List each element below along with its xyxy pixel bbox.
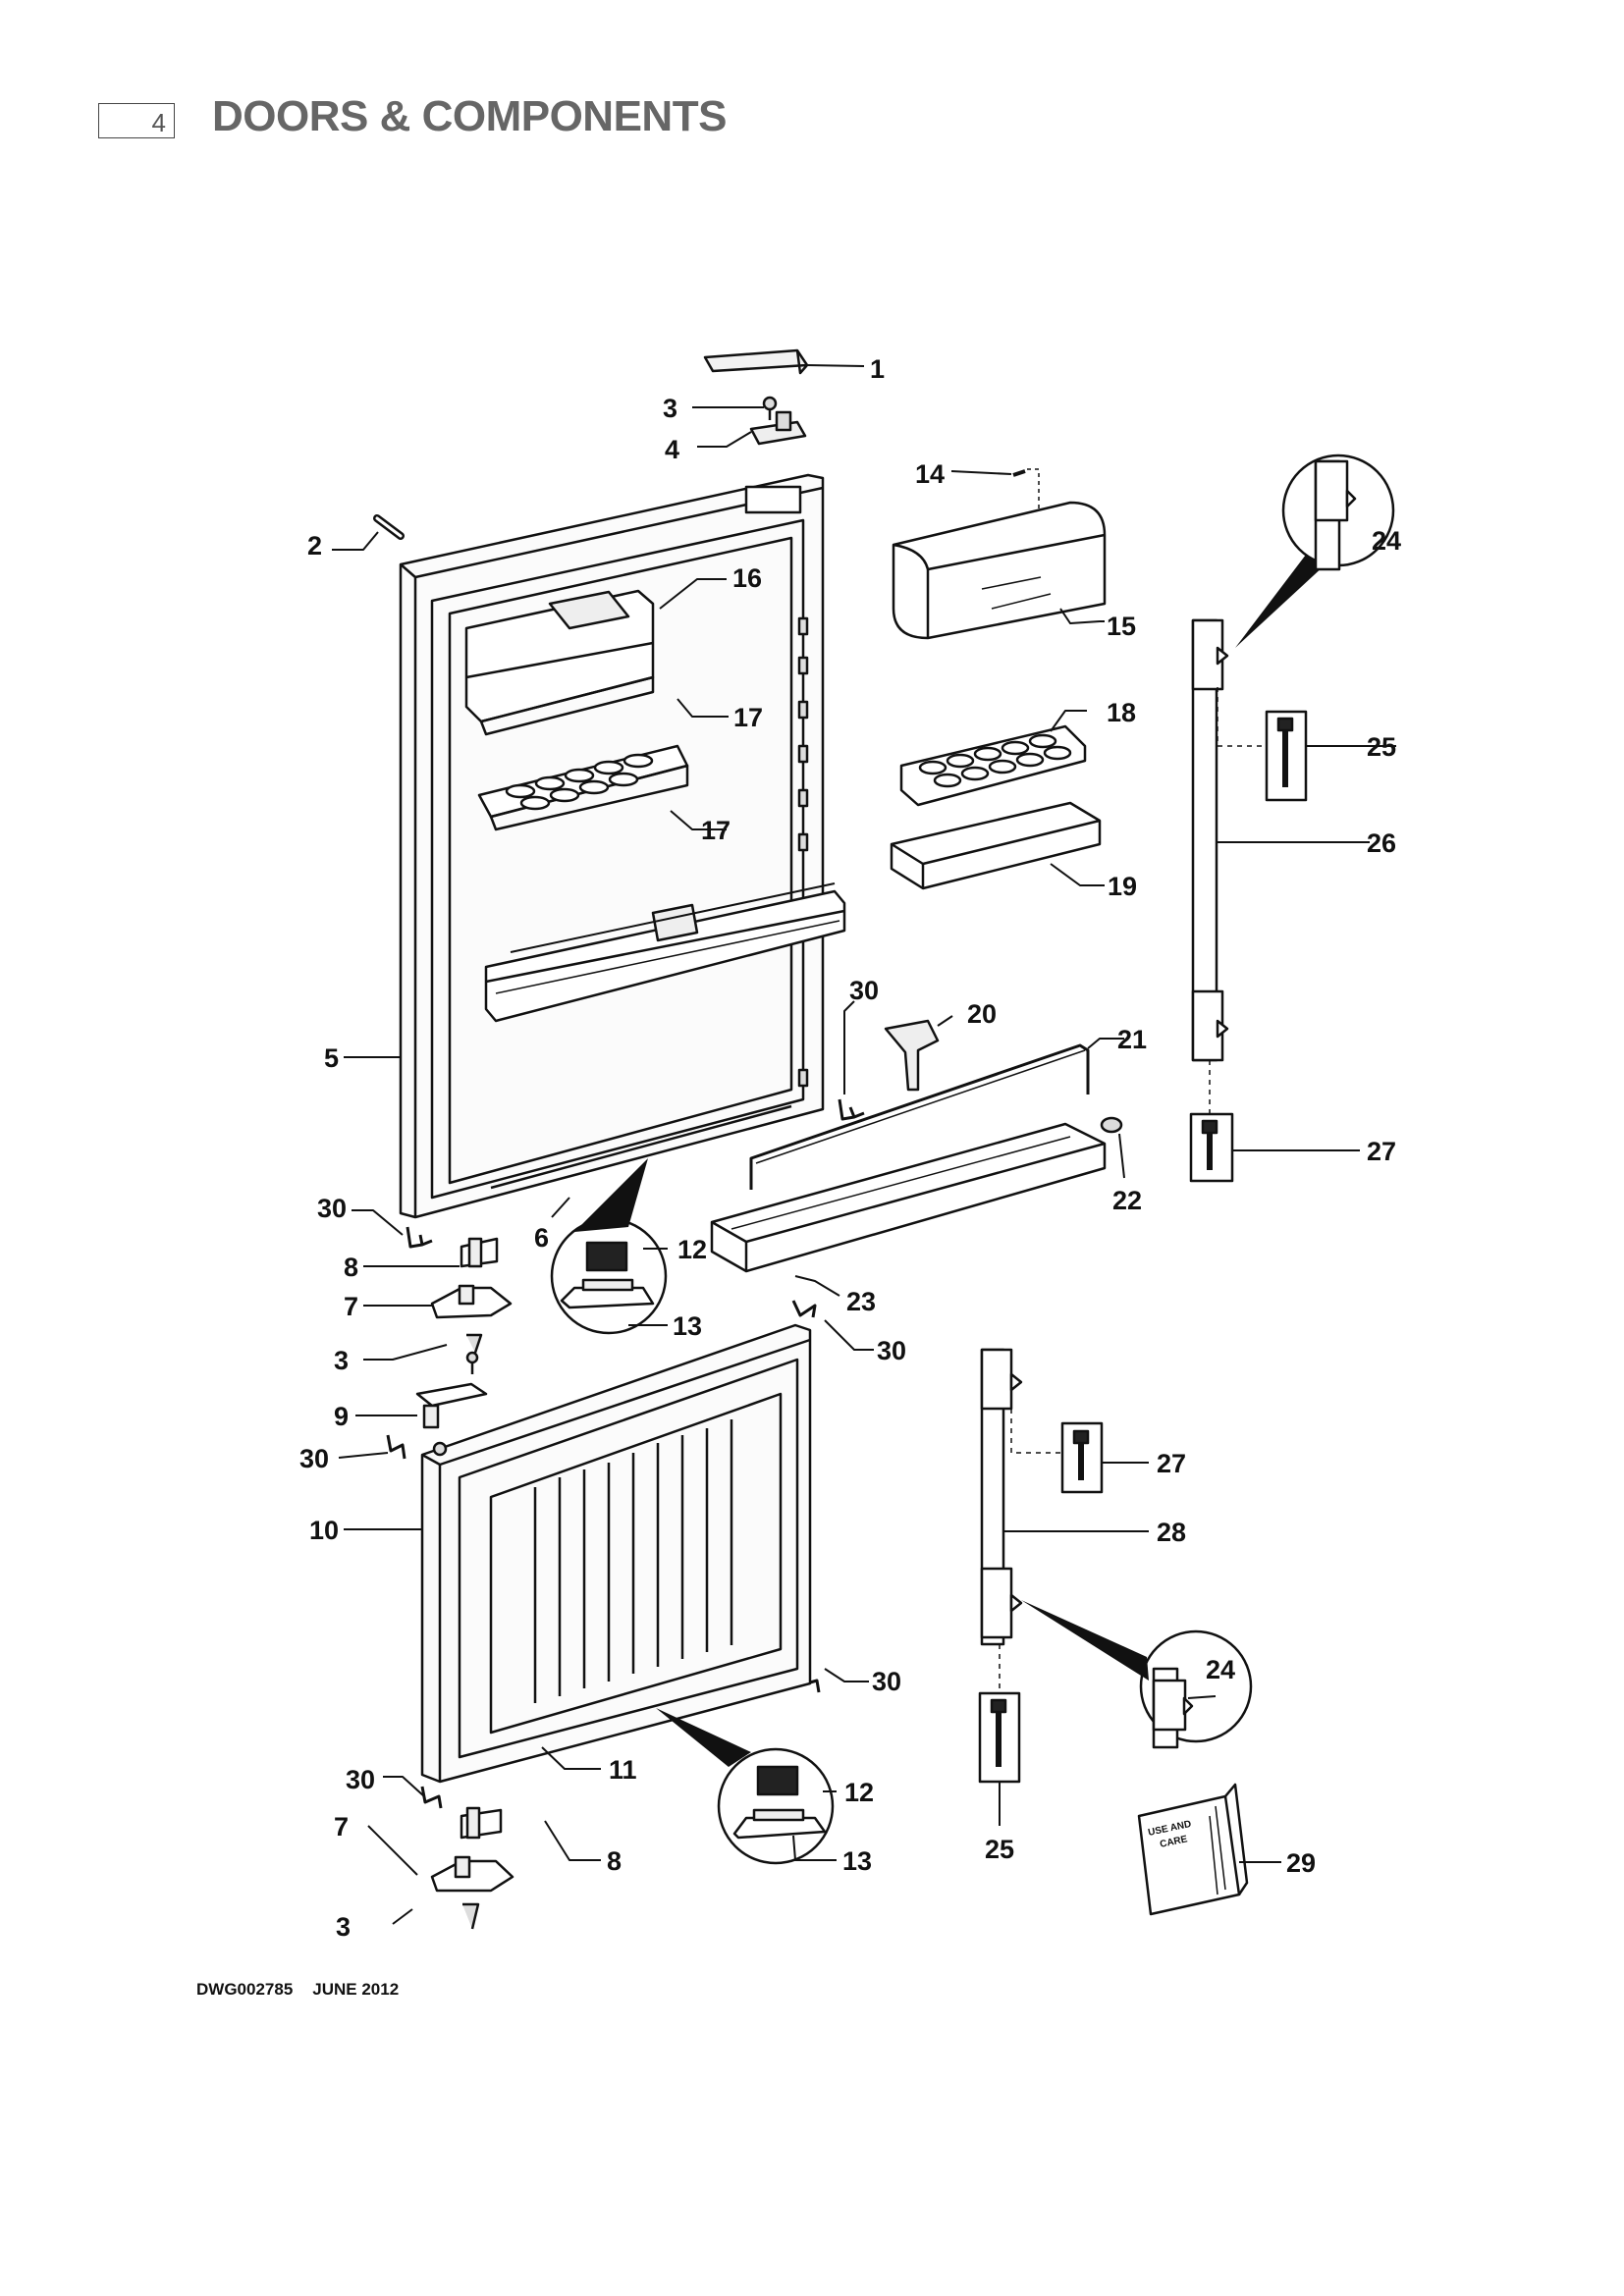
callout-24-lower: 24: [1206, 1655, 1235, 1684]
callout-16: 16: [732, 563, 762, 593]
page-number: 4: [151, 108, 166, 137]
part-7-bottom-bracket: [430, 1855, 514, 1893]
callout-18: 18: [1107, 698, 1136, 727]
callout-27-lower: 27: [1157, 1449, 1186, 1478]
part-26-upper-handle: [1191, 618, 1267, 1141]
part-15-dairy-bin: [892, 501, 1107, 640]
callout-30-middle: 30: [877, 1336, 906, 1365]
callout-20: 20: [967, 999, 997, 1029]
part-3-screw-top: [762, 396, 778, 420]
callout-23: 23: [846, 1287, 876, 1316]
callout-4: 4: [665, 435, 679, 464]
part-3-bottom-screw: [462, 1902, 480, 1930]
callout-30-freezer-right: 30: [872, 1667, 901, 1696]
callout-12-upper: 12: [677, 1235, 707, 1264]
part-25-screw-lower: [978, 1691, 1021, 1784]
part-2-pin: [373, 514, 405, 540]
callout-21: 21: [1117, 1025, 1147, 1054]
inset-handle-lower: [1021, 1600, 1253, 1749]
inset-door-stop-lower: [656, 1708, 835, 1865]
part-23-bottle-shelf: [710, 1122, 1107, 1273]
drawing-number: DWG002785: [196, 1980, 294, 1999]
leader-lines: [332, 364, 1396, 1925]
callout-3-middle: 3: [334, 1346, 349, 1375]
part-29-use-and-care-booklet: [1137, 1783, 1249, 1916]
callout-15: 15: [1107, 612, 1136, 641]
callout-24-upper: 24: [1372, 526, 1401, 556]
callout-12-lower: 12: [844, 1778, 874, 1807]
callout-2: 2: [307, 531, 322, 561]
inset-handle-upper: [1235, 454, 1395, 648]
callout-9: 9: [334, 1402, 349, 1431]
part-21-wire-rail: [749, 1043, 1090, 1190]
part-27-screw-upper: [1189, 1112, 1234, 1183]
callout-5: 5: [324, 1043, 339, 1073]
part-19-door-tray: [890, 801, 1102, 890]
callout-30-shelf: 30: [849, 976, 879, 1005]
callout-13-lower: 13: [842, 1846, 872, 1876]
part-3-screws-middle: [465, 1333, 483, 1374]
callout-14: 14: [915, 459, 945, 489]
callout-8-lower: 8: [607, 1846, 622, 1876]
part-5-fresh-food-door: [399, 473, 846, 1219]
callout-25-upper: 25: [1367, 732, 1396, 762]
part-25-screw-upper: [1265, 710, 1308, 802]
callout-1: 1: [870, 354, 885, 384]
callout-28: 28: [1157, 1518, 1186, 1547]
callout-30-freezer: 30: [299, 1444, 329, 1473]
part-22-cap: [1100, 1116, 1123, 1134]
part-9-middle-hinge: [415, 1382, 488, 1429]
callout-6: 6: [534, 1223, 549, 1253]
callout-29: 29: [1286, 1848, 1316, 1878]
callout-10: 10: [309, 1516, 339, 1545]
callout-7-lower: 7: [334, 1812, 349, 1842]
callout-8-upper: 8: [344, 1253, 358, 1282]
callout-25-lower: 25: [985, 1835, 1014, 1864]
callout-27-right: 27: [1367, 1137, 1396, 1166]
callout-17-lower: 17: [701, 816, 731, 845]
part-27-screw-lower: [1060, 1421, 1104, 1494]
page-title: DOORS & COMPONENTS: [212, 92, 727, 140]
part-4-top-hinge: [749, 410, 807, 446]
part-20-bottle-stopper: [884, 1019, 940, 1092]
callout-3-bottom: 3: [336, 1912, 351, 1942]
part-7-hinge-bracket: [430, 1284, 513, 1319]
page-number-box: 4: [98, 103, 175, 138]
part-28-lower-handle: [980, 1348, 1062, 1690]
callout-11: 11: [609, 1755, 637, 1785]
part-14-screw: [1012, 468, 1040, 510]
part-18-egg-tray: [899, 724, 1087, 807]
part-1-hinge-cover: [703, 348, 809, 375]
part-10-freezer-door: [420, 1323, 812, 1784]
callout-30-bottom: 30: [346, 1765, 375, 1794]
callout-22: 22: [1112, 1186, 1142, 1215]
callout-17-upper: 17: [733, 703, 763, 732]
callout-19: 19: [1108, 872, 1137, 901]
drawing-identifier: DWG002785 JUNE 2012: [196, 1980, 418, 2000]
callout-26: 26: [1367, 828, 1396, 858]
callout-30-left-upper: 30: [317, 1194, 347, 1223]
drawing-date: JUNE 2012: [312, 1980, 400, 1999]
callout-7-upper: 7: [344, 1292, 358, 1321]
part-8-bottom-hinge-pin: [460, 1806, 503, 1840]
callout-3-top: 3: [663, 394, 677, 423]
part-30-clips: [386, 1098, 865, 1809]
part-8-hinge-pin-bracket: [460, 1237, 499, 1268]
callout-13-upper: 13: [673, 1311, 702, 1341]
inset-door-stop-upper: [550, 1158, 668, 1335]
